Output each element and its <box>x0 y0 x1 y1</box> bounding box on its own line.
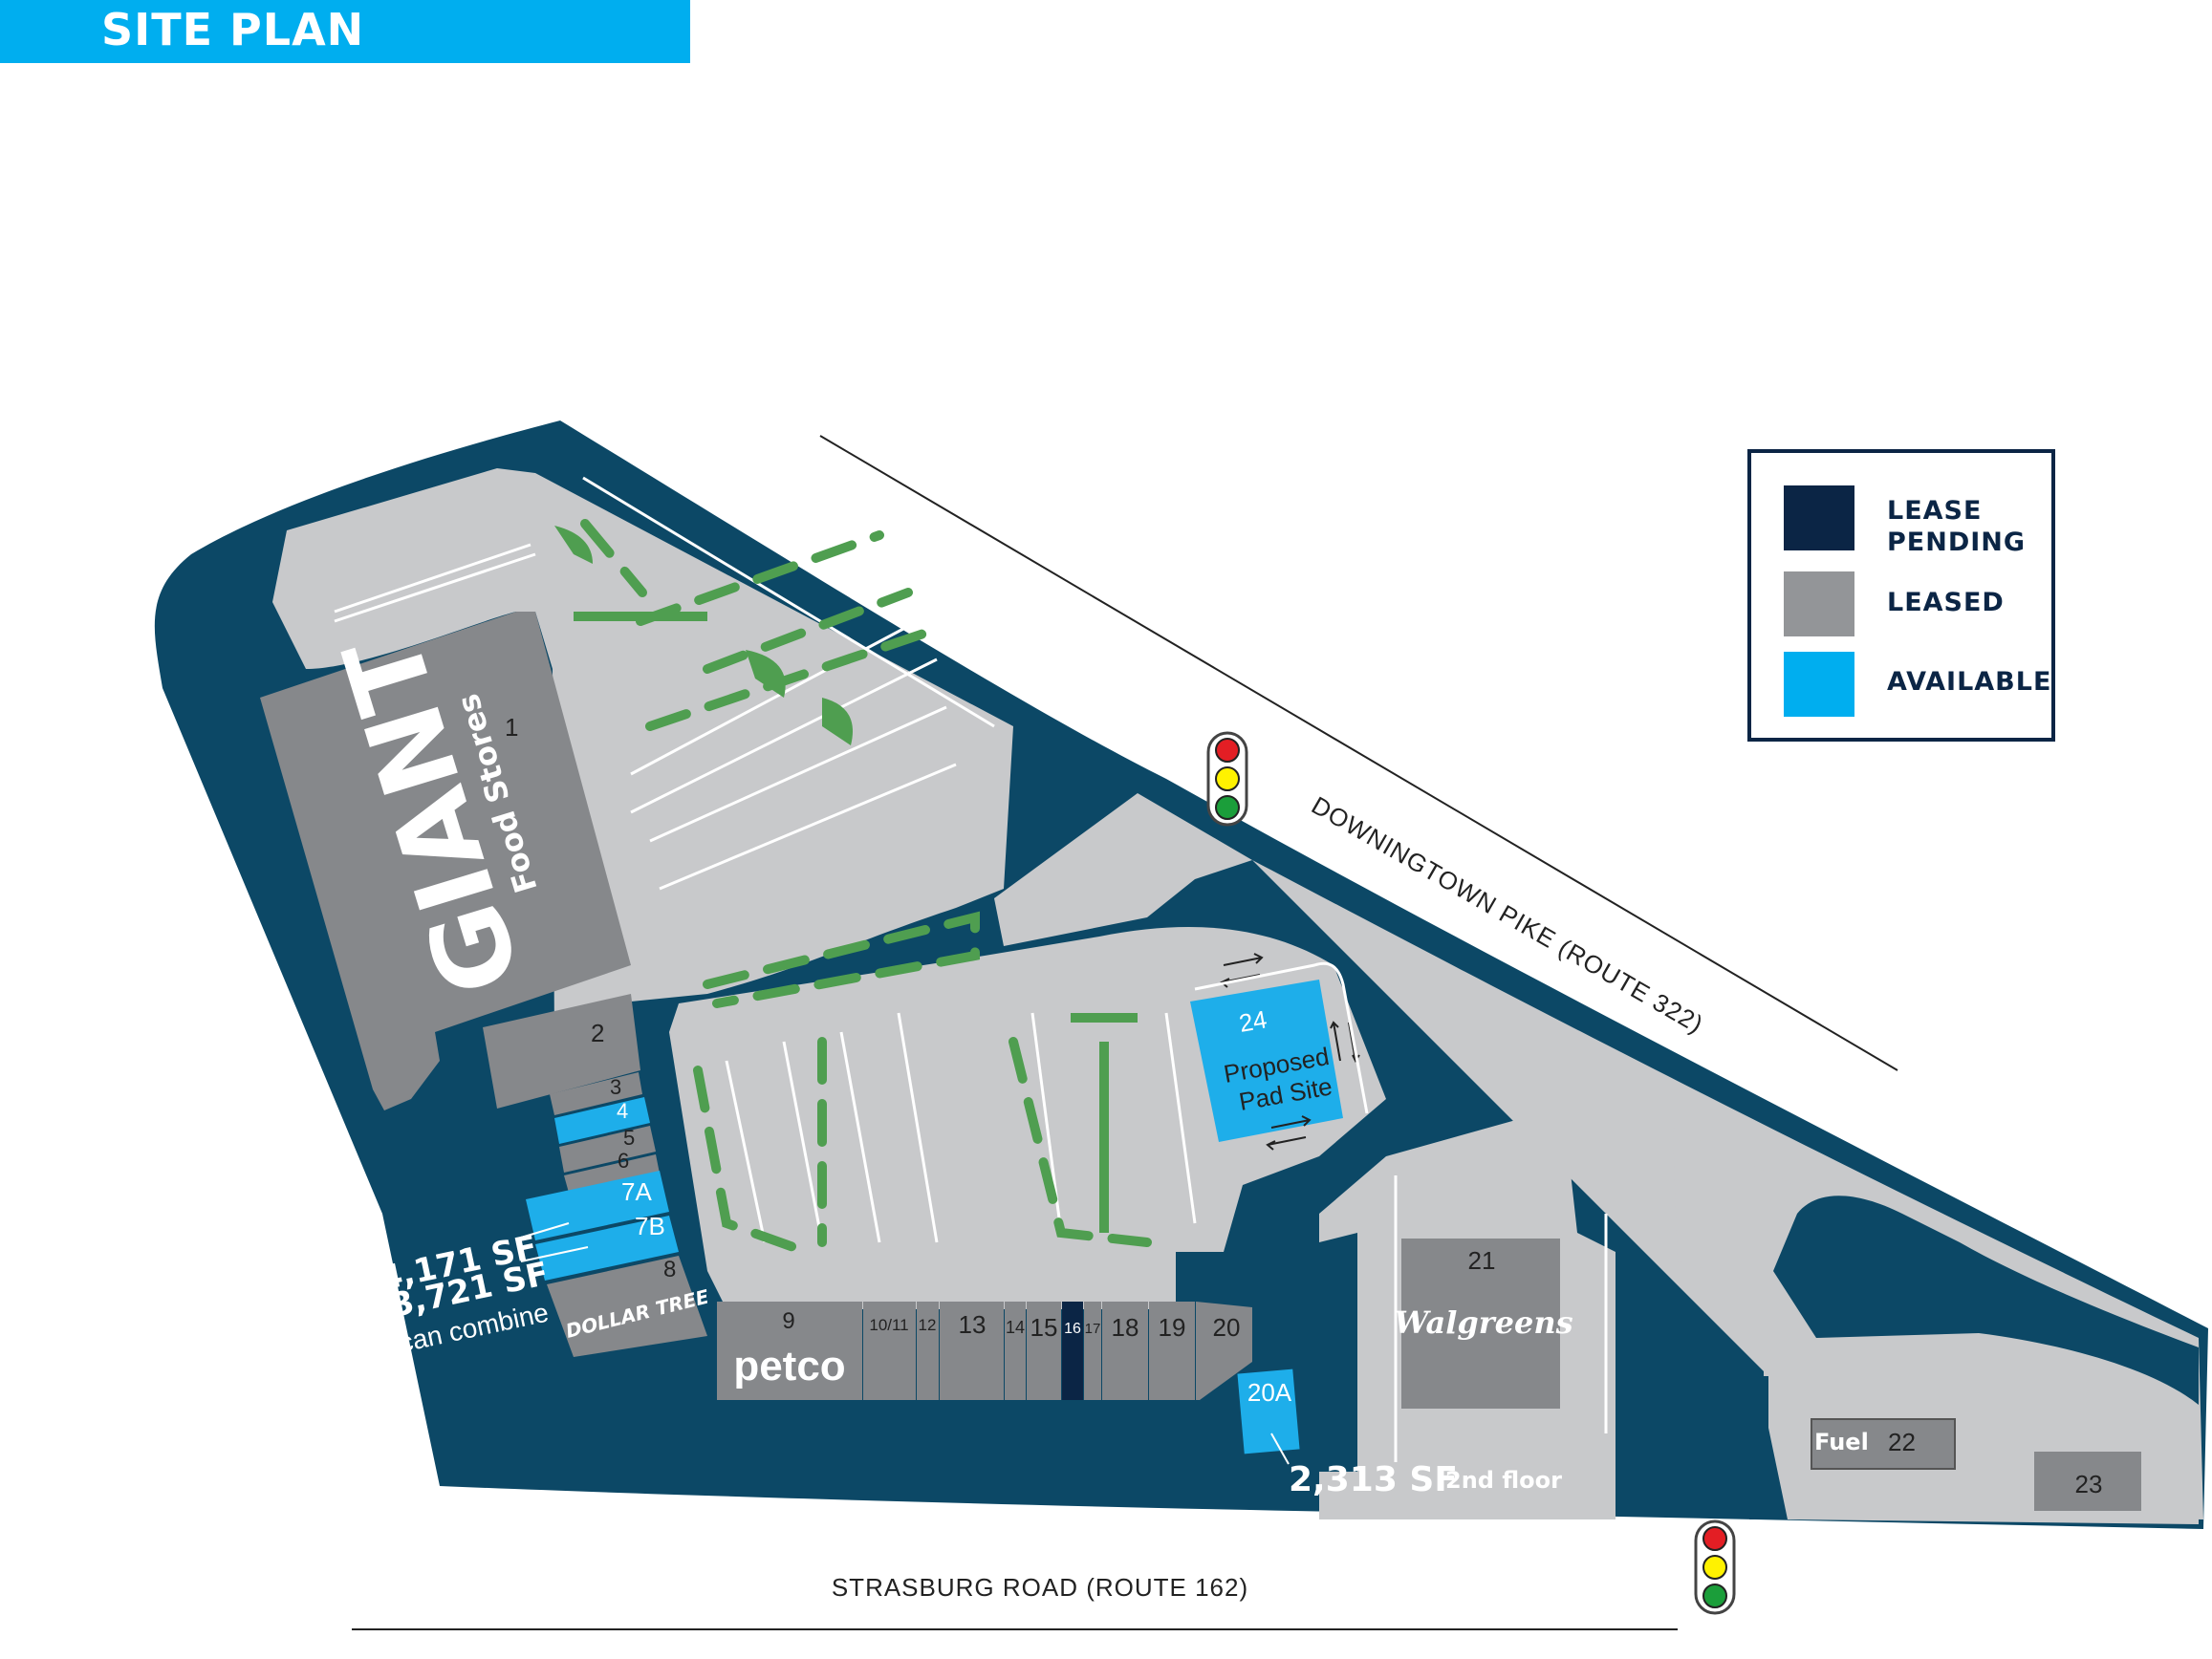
unit-19 <box>1149 1302 1195 1400</box>
unit-21-walgreens <box>1401 1239 1560 1409</box>
unit-9-label: 9 <box>782 1308 794 1334</box>
unit-12 <box>917 1302 939 1400</box>
fuel-label: Fuel <box>1814 1429 1869 1455</box>
unit-24-pad-site <box>1190 980 1343 1142</box>
unit-24-label: 24 <box>1237 1004 1269 1038</box>
unit-6-label: 6 <box>618 1149 629 1173</box>
legend-label-available: AVAILABLE <box>1887 667 2052 697</box>
unit-14-label: 14 <box>1006 1318 1025 1337</box>
unit-5-label: 5 <box>623 1126 635 1150</box>
unit-22-fuel <box>1811 1418 1956 1470</box>
unit-8-dollar-tree <box>547 1256 707 1357</box>
parking-stalls <box>334 476 1608 1462</box>
downingtown-pike-line <box>819 435 1898 1071</box>
unit-7a <box>526 1171 669 1240</box>
landscape-medians <box>580 519 1152 1252</box>
landscape-island-center <box>1319 1233 1357 1472</box>
unit-16-label: 16 <box>1064 1321 1081 1337</box>
parking-area-north <box>272 468 1013 1046</box>
unit-7a-label: 7A <box>621 1177 652 1206</box>
unit-15 <box>1027 1302 1061 1400</box>
unit-3-label: 3 <box>610 1075 621 1099</box>
unit-2-label: 2 <box>591 1019 604 1047</box>
unit-13 <box>940 1302 1004 1400</box>
petco-logo-text: petco <box>733 1343 845 1390</box>
unit-8-label: 8 <box>663 1257 676 1282</box>
access-drive-north <box>994 793 1252 946</box>
unit-10-11-label: 10/11 <box>869 1316 908 1334</box>
legend-swatch-lease-pending <box>1784 485 1854 550</box>
unit-19-label: 19 <box>1159 1313 1186 1342</box>
unit-21-label: 21 <box>1468 1246 1496 1275</box>
unit-4-label: 4 <box>617 1099 628 1123</box>
page-title: SITE PLAN <box>101 4 365 55</box>
sf-20a-callout: 2,313 SF <box>1289 1460 1458 1499</box>
unit-3 <box>550 1072 642 1115</box>
legend-label-leased: LEASED <box>1887 588 2005 617</box>
landscape-island-east <box>1773 1196 2199 1405</box>
unit-4 <box>554 1097 650 1144</box>
unit-7b <box>535 1216 679 1281</box>
legend: LEASE PENDING LEASED AVAILABLE <box>1747 449 2055 742</box>
unit-14 <box>1005 1302 1026 1400</box>
unit-5 <box>559 1126 656 1173</box>
unit-1-giant <box>260 612 631 1110</box>
landscape-island-south <box>1749 1376 1768 1519</box>
unit-23 <box>2034 1452 2141 1511</box>
callout-lines-7 <box>520 1222 589 1262</box>
landscape-islands <box>554 526 1138 1233</box>
unit-23-label: 23 <box>2075 1470 2103 1498</box>
traffic-flow-arrows <box>1194 953 1369 1151</box>
walgreens-logo-text: Walgreens <box>1394 1304 1572 1341</box>
traffic-light-south-icon <box>1694 1519 1736 1615</box>
unit-20 <box>1196 1302 1252 1400</box>
unit-1-label: 1 <box>505 713 518 742</box>
unit-18-label: 18 <box>1112 1313 1139 1342</box>
unit-10-11 <box>863 1302 916 1400</box>
floor-20a-callout: 2nd floor <box>1445 1467 1562 1494</box>
legend-swatch-leased <box>1784 571 1854 636</box>
legend-label-lease-pending: LEASE PENDING <box>1887 496 2027 557</box>
unit-6 <box>564 1154 660 1193</box>
road-label-south: STRASBURG ROAD (ROUTE 162) <box>832 1573 1248 1602</box>
callout-line-20a <box>1270 1433 1290 1465</box>
unit-15-label: 15 <box>1030 1313 1058 1342</box>
unit-2 <box>483 994 640 1109</box>
unit-18 <box>1102 1302 1148 1400</box>
legend-swatch-available <box>1784 652 1854 717</box>
unit-20-label: 20 <box>1213 1313 1241 1342</box>
unit-12-label: 12 <box>919 1316 937 1334</box>
unit-9-petco <box>717 1302 862 1400</box>
unit-17-label: 17 <box>1085 1321 1101 1337</box>
unit-22-label: 22 <box>1888 1428 1916 1456</box>
unit-13-label: 13 <box>959 1310 987 1339</box>
unit-20a <box>1237 1368 1300 1454</box>
traffic-light-north-icon <box>1206 731 1248 827</box>
site-plan-banner: SITE PLAN <box>0 0 690 63</box>
unit-20a-label: 20A <box>1247 1378 1292 1407</box>
unit-7b-label: 7B <box>635 1212 665 1240</box>
unit-16 <box>1062 1302 1083 1400</box>
unit-17 <box>1084 1302 1101 1400</box>
